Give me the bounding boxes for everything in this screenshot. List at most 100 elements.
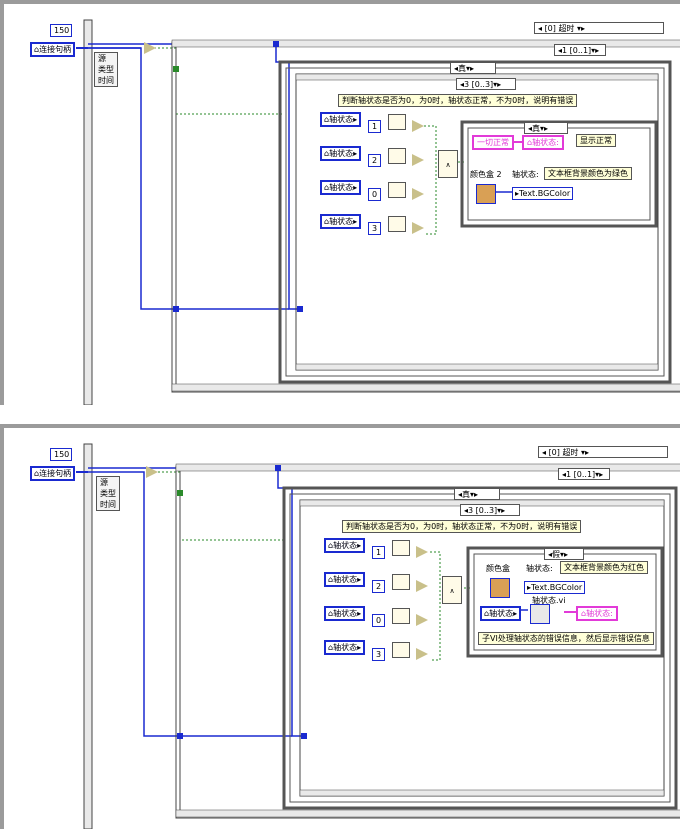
const-3[interactable]: 3 (368, 222, 382, 235)
compare-node-6[interactable] (392, 574, 410, 590)
timeout-constant-2[interactable]: 150 (50, 448, 72, 461)
string-constant-normal[interactable]: 一切正常 (472, 135, 514, 150)
event-case-label: [0] 超时 (544, 24, 575, 33)
axis-status-indicator-2[interactable]: ⌂轴状态: (576, 606, 618, 621)
subvi-comment: 子VI处理轴状态的错误信息，然后显示错误信息 (478, 632, 654, 645)
axis-local-4[interactable]: ⌂轴状态▸ (320, 214, 362, 229)
inner-sequence-label: 3 [0..3] (464, 80, 494, 89)
not-equal-node-2[interactable] (412, 154, 424, 166)
color-box-label-2: 颜色盒 (486, 564, 510, 573)
axis-status-indicator-label: 轴状态: (532, 138, 559, 147)
event-data-node[interactable]: 源 类型 时间 (94, 52, 118, 87)
axis-local-1-label: 轴状态 (329, 115, 354, 124)
axis-status-indicator[interactable]: ⌂轴状态: (522, 135, 564, 150)
const-1[interactable]: 1 (368, 120, 382, 133)
not-equal-node-7[interactable] (416, 614, 428, 626)
axis-local-8-label: 轴状态 (333, 643, 358, 652)
axis-local-4-label: 轴状态 (329, 217, 354, 226)
event-case-selector[interactable]: ◂ [0] 超时 ▾▸ (534, 22, 664, 34)
const-0[interactable]: 0 (368, 188, 382, 201)
axis-local-1[interactable]: ⌂轴状态▸ (320, 112, 362, 127)
text-bgcolor-property[interactable]: ▸Text.BGColor (512, 187, 574, 200)
inner-case-selector-false[interactable]: ◂假▾▸ (544, 548, 584, 560)
text-bgcolor-label: Text.BGColor (519, 189, 571, 198)
compare-node-8[interactable] (392, 642, 410, 658)
const-3b[interactable]: 3 (372, 648, 386, 661)
event-type: 类型 (98, 65, 114, 74)
event-case-selector-2[interactable]: ◂ [0] 超时 ▾▸ (538, 446, 668, 458)
case-selector-true-2[interactable]: ◂真▾▸ (454, 488, 500, 500)
block-diagram-false-case: 150 ⌂连接句柄 源 类型 时间 ◂ [0] 超时 ▾▸ ◂1 [0..1]▾… (0, 424, 680, 829)
const-0b[interactable]: 0 (372, 614, 386, 627)
axis-comment-2: 判断轴状态是否为0，为0时，轴状态正常，不为0时，说明有错误 (342, 520, 582, 533)
compare-node-3[interactable] (388, 182, 406, 198)
not-equal-node-6[interactable] (416, 580, 428, 592)
color-box-icon-2[interactable] (490, 578, 510, 598)
select-node-2[interactable] (146, 466, 158, 478)
compare-node-7[interactable] (392, 608, 410, 624)
event-data-node-2[interactable]: 源 类型 时间 (96, 476, 120, 511)
bg-green-comment: 文本框背景颜色为绿色 (544, 167, 632, 180)
select-node[interactable] (144, 42, 156, 54)
inner-sequence-label-2: 3 [0..3] (468, 506, 498, 515)
axis-local-7[interactable]: ⌂轴状态▸ (324, 606, 366, 621)
axis-local-3[interactable]: ⌂轴状态▸ (320, 180, 362, 195)
event-time: 时间 (98, 76, 114, 85)
axis-local-5[interactable]: ⌂轴状态▸ (324, 538, 366, 553)
axis-local-6[interactable]: ⌂轴状态▸ (324, 572, 366, 587)
event-time-2: 时间 (100, 500, 116, 509)
event-source: 源 (98, 54, 106, 63)
inner-case-selector-true[interactable]: ◂真▾▸ (524, 122, 568, 134)
compound-and-node-2[interactable]: ∧ (442, 576, 462, 604)
not-equal-node-5[interactable] (416, 546, 428, 558)
inner-sequence-selector[interactable]: ◂3 [0..3]▾▸ (456, 78, 516, 90)
event-source-2: 源 (100, 478, 108, 487)
axis-status-indicator-label-2: 轴状态: (586, 609, 613, 618)
case-true-label-2: 真 (462, 490, 471, 499)
axis-subvi-icon[interactable] (530, 604, 550, 624)
axis-local-2-label: 轴状态 (329, 149, 354, 158)
axis-local-7-label: 轴状态 (333, 609, 358, 618)
compare-node-1[interactable] (388, 114, 406, 130)
const-2b[interactable]: 2 (372, 580, 386, 593)
block-diagram-true-case: 150 ⌂连接句柄 源 类型 时间 ◂ [0] 超时 ▾▸ ◂1 [0..1]▾… (0, 0, 680, 405)
timeout-constant[interactable]: 150 (50, 24, 72, 37)
color-box-label: 颜色盒 2 (470, 170, 502, 179)
connection-handle-label-2: 连接句柄 (39, 469, 72, 478)
const-2[interactable]: 2 (368, 154, 382, 167)
subvi-name-label: 轴状态.vi (532, 596, 566, 605)
sequence-frame-selector[interactable]: ◂1 [0..1]▾▸ (554, 44, 606, 56)
not-equal-node-4[interactable] (412, 222, 424, 234)
axis-local-8[interactable]: ⌂轴状态▸ (324, 640, 366, 655)
compound-and-node[interactable]: ∧ (438, 150, 458, 178)
const-1b[interactable]: 1 (372, 546, 386, 559)
not-equal-node-8[interactable] (416, 648, 428, 660)
event-case-label-2: [0] 超时 (548, 448, 579, 457)
axis-local-2[interactable]: ⌂轴状态▸ (320, 146, 362, 161)
compare-node-4[interactable] (388, 216, 406, 232)
case-selector-true[interactable]: ◂真▾▸ (450, 62, 496, 74)
connection-handle-control[interactable]: ⌂连接句柄 (30, 42, 76, 57)
color-box-icon[interactable] (476, 184, 496, 204)
connection-handle-label: 连接句柄 (39, 45, 72, 54)
not-equal-node-1[interactable] (412, 120, 424, 132)
compare-node-2[interactable] (388, 148, 406, 164)
inner-case-label: 真 (532, 124, 541, 133)
sequence-frame-selector-2[interactable]: ◂1 [0..1]▾▸ (558, 468, 610, 480)
axis-prop-label-2: 轴状态: (526, 564, 553, 573)
event-type-2: 类型 (100, 489, 116, 498)
case-true-label: 真 (458, 64, 467, 73)
inner-case-label-2: 假 (552, 550, 561, 559)
connection-handle-control-2[interactable]: ⌂连接句柄 (30, 466, 76, 481)
axis-local-5-label: 轴状态 (333, 541, 358, 550)
text-bgcolor-property-2[interactable]: ▸Text.BGColor (524, 581, 586, 594)
bg-red-comment: 文本框背景颜色为红色 (560, 561, 648, 574)
axis-prop-label: 轴状态: (512, 170, 539, 179)
not-equal-node-3[interactable] (412, 188, 424, 200)
axis-local-3-label: 轴状态 (329, 183, 354, 192)
compare-node-5[interactable] (392, 540, 410, 556)
inner-sequence-selector-2[interactable]: ◂3 [0..3]▾▸ (460, 504, 520, 516)
axis-control-local[interactable]: ⌂轴状态▸ (480, 606, 522, 621)
text-bgcolor-label-2: Text.BGColor (531, 583, 583, 592)
sequence-frame-label-2: 1 [0..1] (566, 470, 596, 479)
